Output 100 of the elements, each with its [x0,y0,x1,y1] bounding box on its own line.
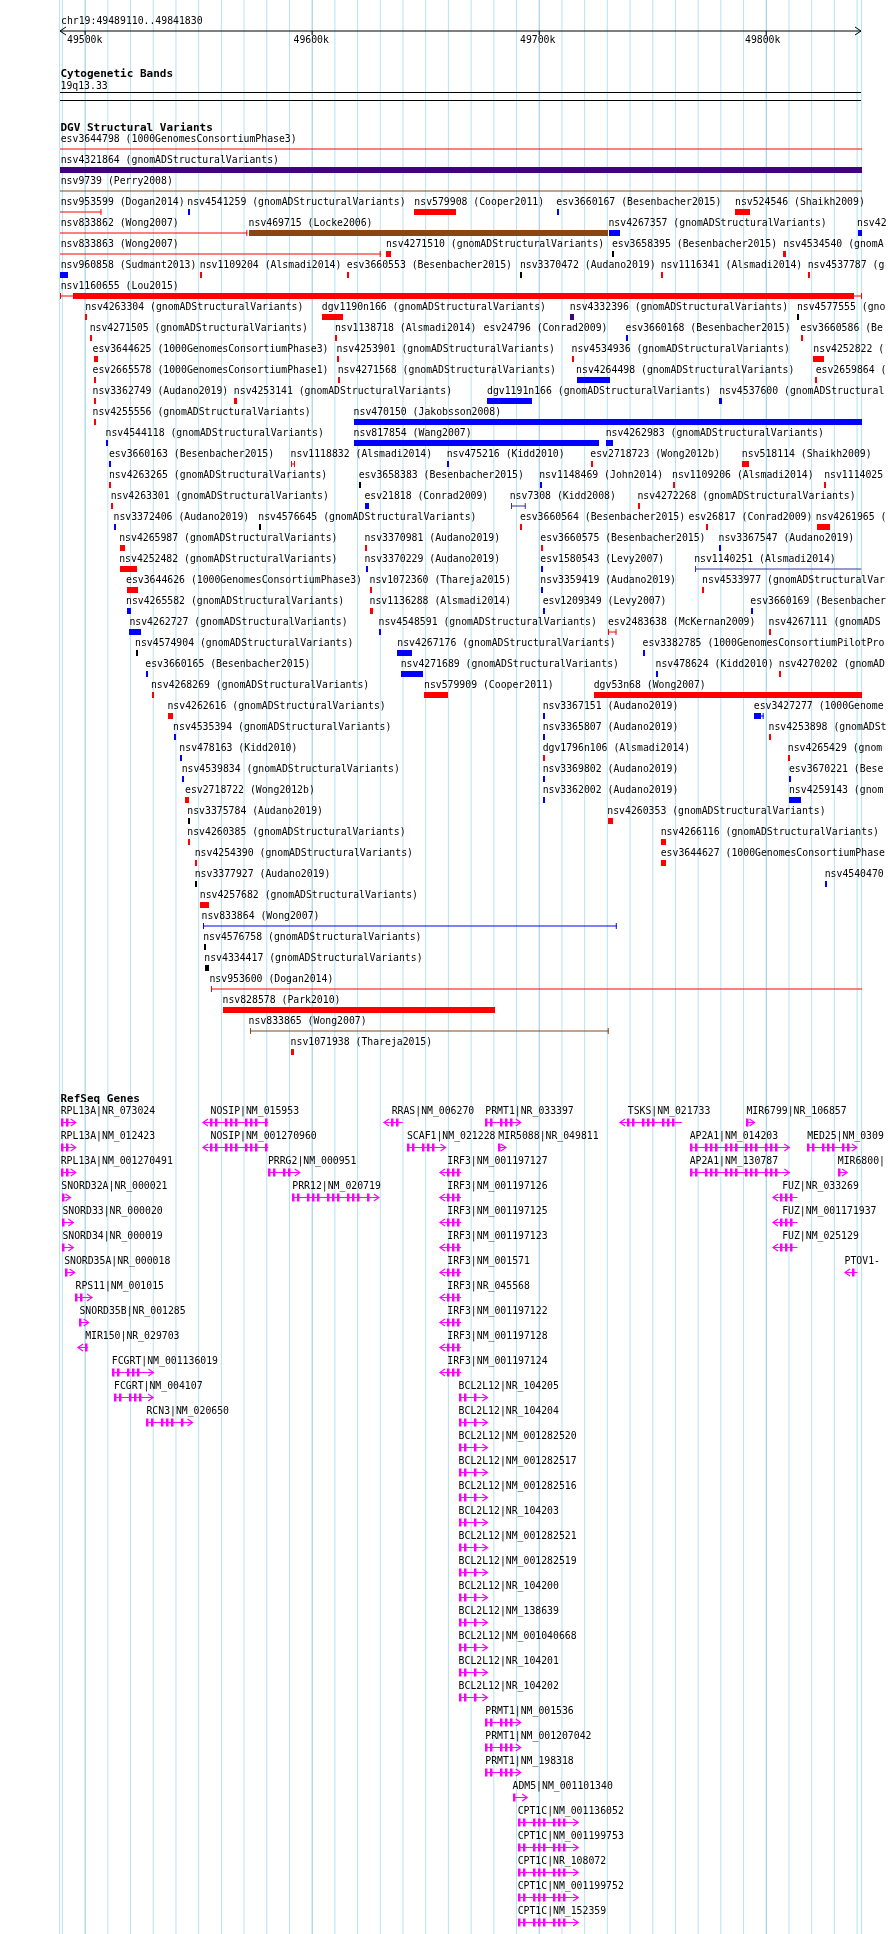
gene-label: IRF3|NM_001197123 [447,1230,548,1242]
variant-label: dgv1796n106 (Alsmadi2014) [542,742,691,754]
variant-label: nsv4574904 (gnomADStructuralVariants) [135,637,354,649]
variant-label: nsv4267111 (gnomADS [768,616,881,628]
gene-label: BCL2L12|NM_001282520 [458,1430,577,1442]
variant-label: nsv4576645 (gnomADStructuralVariants) [258,511,477,523]
variant-label: esv2665578 (1000GenomesConsortiumPhase1) [92,364,329,376]
gene-label: FUZ|NR_033269 [782,1180,859,1192]
variant-label: nsv4548591 (gnomADStructuralVariants) [378,616,597,628]
variant-label: nsv4577555 (gno [796,301,886,313]
variant-label: nsv4321864 (gnomADStructuralVariants) [60,154,279,166]
variant-label: nsv579909 (Cooper2011) [424,679,554,691]
gene-label: RPL13A|NM_001270491 [60,1155,173,1167]
variant-label: nsv4263265 (gnomADStructuralVariants) [108,469,328,481]
gene-label: IRF3|NM_001197128 [447,1330,548,1342]
variant-label: esv3644625 (1000GenomesConsortiumPhase3) [92,343,329,355]
variant-label: nsv4260385 (gnomADStructuralVariants) [187,826,406,838]
variant-label: nsv475216 (Kidd2010) [446,448,565,460]
variant-label: nsv3370229 (Audano2019) [364,553,501,565]
variant-label: nsv1072360 (Thareja2015) [369,574,512,586]
gene-label: BCL2L12|NR_104200 [458,1580,559,1592]
variant-label: nsv4262616 (gnomADStructuralVariants) [167,700,386,712]
variant-label: esv1209349 (Levy2007) [542,595,667,607]
gene-label: MED25|NM_0309 [807,1130,884,1142]
variant-label: esv2718722 (Wong2012b) [185,784,315,796]
variant-label: nsv4268269 (gnomADStructuralVariants) [150,679,370,691]
variant-label: nsv4253141 (gnomADStructuralVariants) [233,385,453,397]
variant-label: nsv4541259 (gnomADStructuralVariants) [187,196,406,208]
gene-label: SCAF1|NM_021228 [406,1130,496,1142]
gene-label: AP2A1|NM_014203 [689,1130,779,1142]
variant-label: nsv4267357 (gnomADStructuralVariants) [608,217,827,229]
gene-label: SNORD34|NR_000019 [62,1230,163,1242]
variant-label: esv3660575 (Besenbacher2015) [540,532,706,544]
variant-label: nsv478163 (Kidd2010) [179,742,298,754]
variant-label: nsv4332396 (gnomADStructuralVariants) [569,301,789,313]
gene-label: CPT1C|NM_001136052 [517,1805,624,1817]
variant-label: nsv3370981 (Audano2019) [364,532,501,544]
gene-label: IRF3|NM_001571 [447,1255,530,1267]
variant-label: nsv3370472 (Audano2019) [519,259,656,271]
gene-label: BCL2L12|NR_104205 [458,1380,559,1392]
variant-label: nsv4334417 (gnomADStructuralVariants) [204,952,423,964]
variant-label: nsv4267176 (gnomADStructuralVariants) [397,637,616,649]
variant-label: esv2659864 ( [815,364,887,376]
gene-label: PRRG2|NM_000951 [267,1155,357,1167]
gene-label: BCL2L12|NM_001282521 [458,1530,577,1542]
variant-label: nsv4540470 [824,868,884,880]
variant-label: nsv518114 (Shaikh2009) [741,448,872,460]
variant-label: nsv1160655 (Lou2015) [60,280,179,292]
gene-label: BCL2L12|NR_104201 [458,1655,559,1667]
variant-label: nsv1140251 (Alsmadi2014) [694,553,836,565]
variant-label: esv3660553 (Besenbacher2015) [346,259,512,271]
variant-label: esv3382785 (1000GenomesConsortiumPilotPro [642,637,885,649]
variant-label: nsv833864 (Wong2007) [201,910,320,922]
scale-label: 49600k [293,34,329,46]
variant-label: nsv833865 (Wong2007) [248,1015,367,1027]
gene-label: IRF3|NM_001197124 [447,1355,548,1367]
variant-label: nsv1109206 (Alsmadi2014) [672,469,814,481]
coordinate-label: chr19:49489110..49841830 [61,15,203,27]
variant-label: dgv53n68 (Wong2007) [593,679,706,691]
variant-label: esv3427277 (1000Genome [753,700,884,712]
gene-label: AP2A1|NM_130787 [689,1155,779,1167]
variant-label: nsv4533977 (gnomADStructuralVar [702,574,885,586]
gene-label: BCL2L12|NR_104203 [458,1505,559,1517]
variant-label: nsv1138718 (Alsmadi2014) [334,322,477,334]
variant-label: esv3660168 (Besenbacher2015) [625,322,791,334]
variant-label: esv3660165 (Besenbacher2015) [145,658,311,670]
variant-label: nsv4539834 (gnomADStructuralVariants) [181,763,400,775]
variant-label: nsv4253898 (gnomADSt [768,721,887,733]
variant-label: nsv817854 (Wang2007) [353,427,472,439]
variant-label: nsv3369802 (Audano2019) [542,763,679,775]
variant-label: esv1580543 (Levy2007) [540,553,665,565]
variant-label: dgv1190n166 (gnomADStructuralVariants) [321,301,546,313]
variant-label: nsv4535394 (gnomADStructuralVariants) [173,721,392,733]
variant-label: nsv953600 (Dogan2014) [209,973,334,985]
variant-label: nsv4534540 (gnomA [783,238,884,250]
gene-label: RPS11|NM_001015 [75,1280,164,1292]
gene-label: MIR6800| [837,1155,885,1167]
gene-label: NOSIP|NM_015953 [210,1105,300,1117]
variant-label: nsv4257682 (gnomADStructuralVariants) [199,889,418,901]
variant-label: esv2483638 (McKernan2009) [607,616,756,628]
gene-label: CPT1C|NM_152359 [517,1905,607,1917]
band-label: 19q13.33 [60,80,108,92]
variant-label: nsv833862 (Wong2007) [60,217,179,229]
variant-label: nsv4255556 (gnomADStructuralVariants) [92,406,311,418]
gene-label: PTOV1- [844,1255,880,1267]
variant-label: nsv4252482 (gnomADStructuralVariants) [119,553,338,565]
variant-label: nsv1109204 (Alsmadi2014) [199,259,342,271]
variant-label: nsv4265429 (gnom [787,742,883,754]
scale-label: 49700k [520,34,556,46]
gene-label: CPT1C|NM_001199752 [517,1880,624,1892]
variant-label: nsv9739 (Perry2008) [60,175,173,187]
variant-label: nsv470150 (Jakobsson2008) [353,406,502,418]
variant-label: nsv3372406 (Audano2019) [113,511,250,523]
variant-label: nsv1118832 (Alsmadi2014) [290,448,433,460]
variant-label: esv3660169 (Besenbacher [750,595,887,607]
variant-label: nsv1071938 (Thareja2015) [290,1036,433,1048]
variant-label: nsv4271505 (gnomADStructuralVariants) [89,322,308,334]
variant-label: nsv478624 (Kidd2010) [655,658,774,670]
gene-label: IRF3|NM_001197127 [447,1155,548,1167]
variant-label: nsv4264498 (gnomADStructuralVariants) [576,364,795,376]
